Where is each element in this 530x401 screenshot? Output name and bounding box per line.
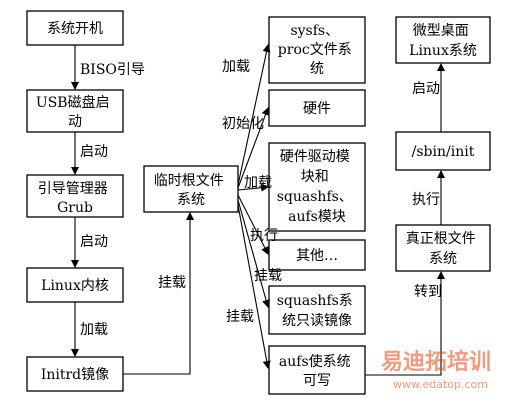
edge-aufs-realroot [365,271,445,376]
label-exec2: 执行 [412,192,440,208]
node-desktop: 微型桌面 Linux系统 [409,23,477,59]
node-aufs: aufs使系统 可写 [279,353,355,389]
node-squashfs-box [268,285,366,335]
node-kernel: Linux内核 [41,278,109,294]
label-load3: 加载 [244,175,272,191]
node-drivers-box [268,142,366,232]
label-exec1: 执行 [250,228,278,244]
watermark-url: www.edatop.com [393,378,488,391]
watermark-brand: 易迪拓培训 [381,349,491,375]
edge-tmproot-squashfs [237,199,270,308]
node-grub: 引导管理器 Grub [38,181,112,216]
node-sbininit-box [395,131,491,171]
label-mount2: 挂载 [254,268,282,284]
label-load2: 加载 [222,59,250,75]
edge-tmproot-sysfs [237,44,271,186]
node-aufs-box [268,345,366,395]
node-kernel-box [26,267,124,303]
label-load1: 加载 [80,322,108,338]
node-sysfs-box [268,16,366,84]
node-realroot-box [395,224,491,272]
node-tmproot-box [143,165,239,213]
node-usb-box [26,89,124,133]
node-boot-box [26,10,124,46]
node-grub-box [26,174,124,218]
node-tmproot: 临时根文件 系统 [154,173,228,208]
node-realroot: 真正根文件 系统 [406,231,480,267]
node-boot: 系统开机 [47,21,103,37]
label-mount1: 挂载 [158,275,186,291]
node-initrd: Initrd镜像 [41,367,109,383]
edge-tmproot-drivers [237,183,269,192]
label-goto: 转到 [414,284,442,300]
node-hardware-box [268,89,366,127]
node-sbininit: /sbin/init [412,144,475,160]
node-initrd-box [26,356,124,392]
edge-tmproot-other [237,194,269,255]
label-init: 初始化 [222,115,264,132]
edge-tmproot-hardware [237,107,270,189]
node-other: 其他… [296,248,338,264]
watermark: 易迪拓培训 www.edatop.com [381,349,491,391]
node-drivers: 硬件驱动模 块和 squashfs、 aufs模块 [277,149,358,225]
label-start3: 启动 [412,81,440,97]
edge-initrd-tmproot [123,212,194,375]
edge-tmproot-aufs [237,204,271,369]
label-start2: 启动 [80,234,108,250]
label-start1: 启动 [80,144,108,160]
node-usb: USB磁盘启 动 [36,94,114,130]
label-mount3: 挂载 [226,309,254,325]
node-sysfs: sysfs、 proc文件系 统 [278,23,356,77]
node-hardware: 硬件 [303,101,331,117]
node-other-box [268,239,366,271]
node-squashfs: squashfs系 统只读镜像 [277,293,358,329]
label-biso: BISO引导 [80,62,145,78]
